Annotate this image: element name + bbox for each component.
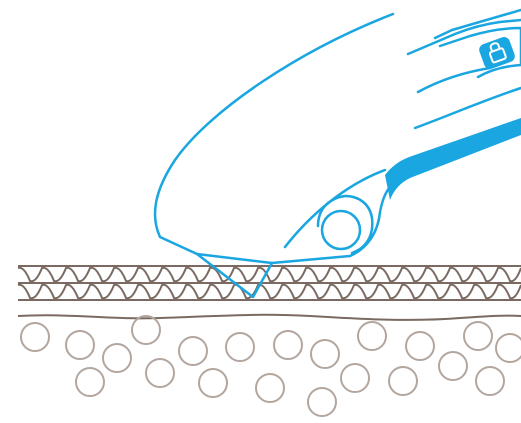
cell-circle [357,321,387,351]
blade-edge [195,252,352,265]
cell-circle [310,339,340,369]
device-body-outline [153,12,395,256]
cell-circle [65,330,95,360]
skin-layer-group [17,265,521,321]
cell-circle [340,363,370,393]
cell-circle [198,368,228,398]
cell-circle [255,373,285,403]
lock-icon [479,37,515,69]
cell-circle [388,366,418,396]
cell-circle [131,315,161,345]
cell-circle [20,322,50,352]
cell-circle [102,343,132,373]
wheel-housing [316,194,374,255]
device-upper-inner-line [413,86,521,130]
device-accent-stripe [385,118,521,200]
cell-circle [463,321,493,351]
dermis-boundary-line [17,313,521,321]
cell-circles [20,315,521,417]
cell-circle [75,367,105,397]
cell-circle [225,332,255,362]
lower-wave [17,283,521,300]
upper-wave [17,266,521,283]
device-head-outline [406,18,521,56]
roller-wheel [320,209,362,251]
blade-tip-icon [195,252,274,299]
device-neck-line [416,66,492,94]
device-head-lower [433,8,521,40]
cell-circle [145,358,175,388]
cell-circle [438,351,468,381]
cell-circle [495,333,521,363]
cell-circle [178,336,208,366]
device-button-panel [438,26,521,79]
cell-circle [307,387,337,417]
handheld-device-icon [153,8,521,299]
cell-circle [405,331,435,361]
cell-circle [475,366,505,396]
cell-circle [273,330,303,360]
